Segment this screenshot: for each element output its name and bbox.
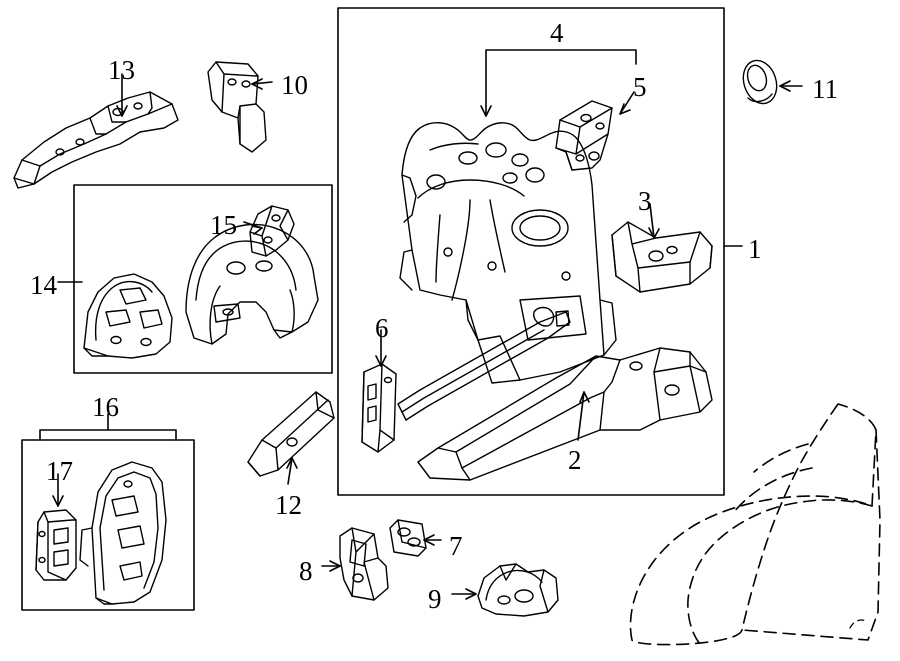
callout-9: 9 bbox=[428, 584, 442, 614]
leader-16 bbox=[39, 413, 177, 441]
fender-detail-lines bbox=[849, 619, 869, 629]
part-12-rail-section-angled bbox=[247, 391, 335, 477]
callout-3: 3 bbox=[638, 186, 652, 216]
callout-12: 12 bbox=[275, 490, 302, 520]
leader-2 bbox=[577, 391, 585, 441]
callout-7: 7 bbox=[449, 531, 463, 561]
callout-6: 6 bbox=[375, 313, 389, 343]
callout-17: 17 bbox=[46, 456, 73, 486]
callout-4: 4 bbox=[550, 18, 564, 48]
leader-4 bbox=[485, 49, 637, 117]
callout-15: 15 bbox=[210, 210, 237, 240]
part-10-corner-bracket bbox=[207, 61, 267, 153]
callout-2: 2 bbox=[568, 445, 582, 475]
leader-10 bbox=[251, 81, 273, 85]
part-4-wheelhouse-inner-panel bbox=[399, 122, 617, 384]
group-box-14 bbox=[73, 184, 333, 374]
callout-5: 5 bbox=[633, 72, 647, 102]
leader-3 bbox=[649, 203, 655, 239]
part-5-upper-reinforcement-bracket bbox=[555, 100, 613, 171]
fender-outline-dashed bbox=[629, 403, 881, 646]
part-8-bracket-plate-slotted bbox=[339, 527, 389, 601]
leader-lines bbox=[39, 49, 803, 600]
part-9-reinforcement-panel-lower bbox=[477, 563, 559, 617]
part-7-mount-plate-small bbox=[389, 519, 427, 557]
callout-1: 1 bbox=[748, 234, 762, 264]
part-11-round-plug-cap bbox=[742, 59, 778, 105]
leader-5 bbox=[619, 91, 635, 115]
part-13-cross-member-bracket bbox=[13, 91, 179, 189]
callout-10: 10 bbox=[281, 70, 308, 100]
callout-8: 8 bbox=[299, 556, 313, 586]
part-2-side-rail-lower bbox=[417, 347, 713, 481]
group-box-1 bbox=[337, 7, 725, 496]
callout-11: 11 bbox=[812, 74, 838, 104]
part-6-small-bracket-vertical bbox=[361, 363, 397, 453]
callout-14: 14 bbox=[30, 270, 57, 300]
part-17-small-panel-bracket bbox=[35, 509, 77, 581]
callout-13: 13 bbox=[108, 55, 135, 85]
callout-16: 16 bbox=[92, 392, 119, 422]
part-14-wheelhouse-group bbox=[83, 223, 319, 359]
leader-12 bbox=[287, 457, 293, 485]
group-box-16 bbox=[21, 439, 195, 611]
part-1-front-apron-assembly-outline bbox=[397, 311, 571, 421]
part-16-inner-structure-group bbox=[79, 461, 167, 605]
part-3-upper-rail-extension bbox=[611, 221, 713, 293]
